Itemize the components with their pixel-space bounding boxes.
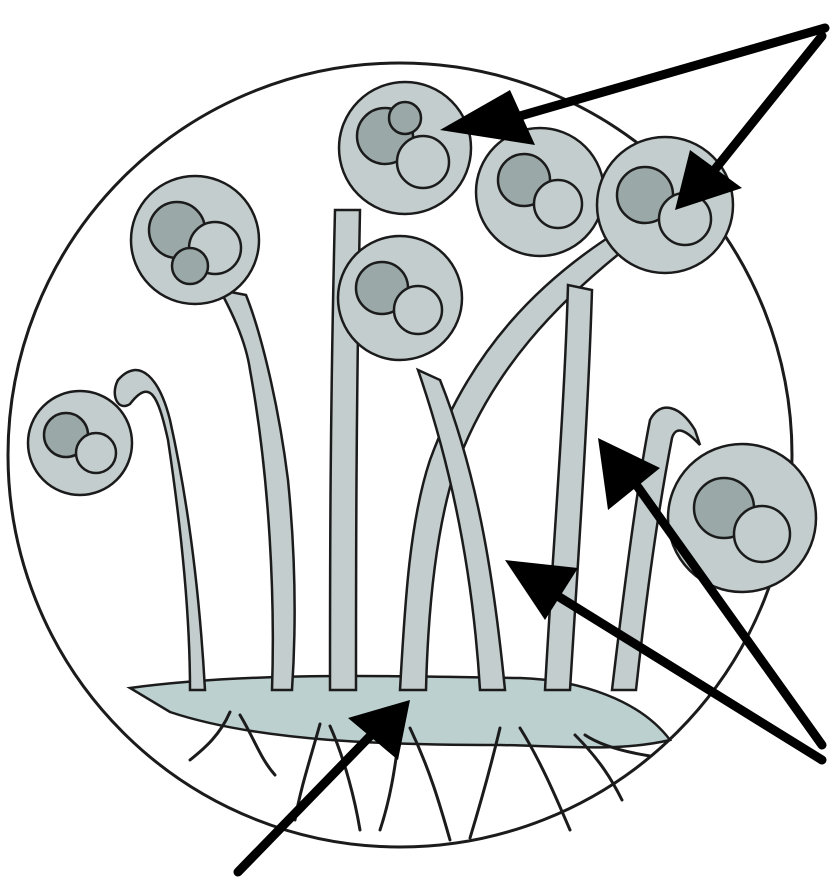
sporangium-2 bbox=[28, 391, 132, 495]
sporangium-1 bbox=[131, 176, 259, 304]
sporangium-7 bbox=[668, 444, 816, 592]
sporangium-5 bbox=[476, 128, 604, 256]
sporangium-3 bbox=[339, 82, 471, 214]
sporangium-4 bbox=[338, 236, 462, 360]
sporangium-6 bbox=[597, 137, 733, 273]
